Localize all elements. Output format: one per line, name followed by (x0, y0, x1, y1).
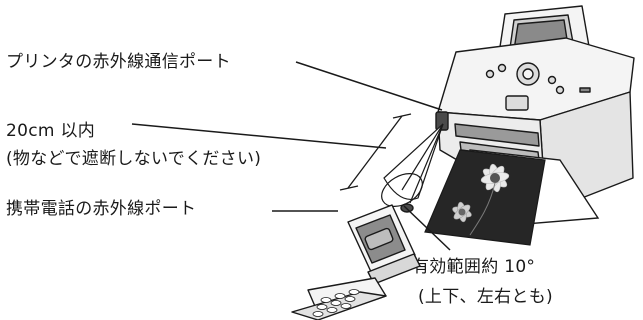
distance-label: 20cm 以内 (6, 121, 96, 141)
infrared-cone (381, 123, 444, 207)
leader-effective-range (403, 205, 451, 251)
leader-distance (131, 123, 387, 149)
phone-ir-port-label: 携帯電話の赤外線ポート (6, 199, 197, 219)
printed-photo (424, 149, 546, 246)
effective-range-note-label: (上下、左右とも) (418, 287, 553, 307)
distance-dimension-line (339, 113, 412, 191)
leader-printer-ir (295, 61, 443, 111)
effective-range-label: 有効範囲約 10° (412, 257, 536, 277)
mobile-phone-illustration (291, 203, 421, 320)
printer-ir-port-label: プリンタの赤外線通信ポート (6, 52, 231, 72)
distance-note-label: (物などで遮断しないでください) (6, 149, 262, 169)
leader-lines (131, 61, 451, 251)
